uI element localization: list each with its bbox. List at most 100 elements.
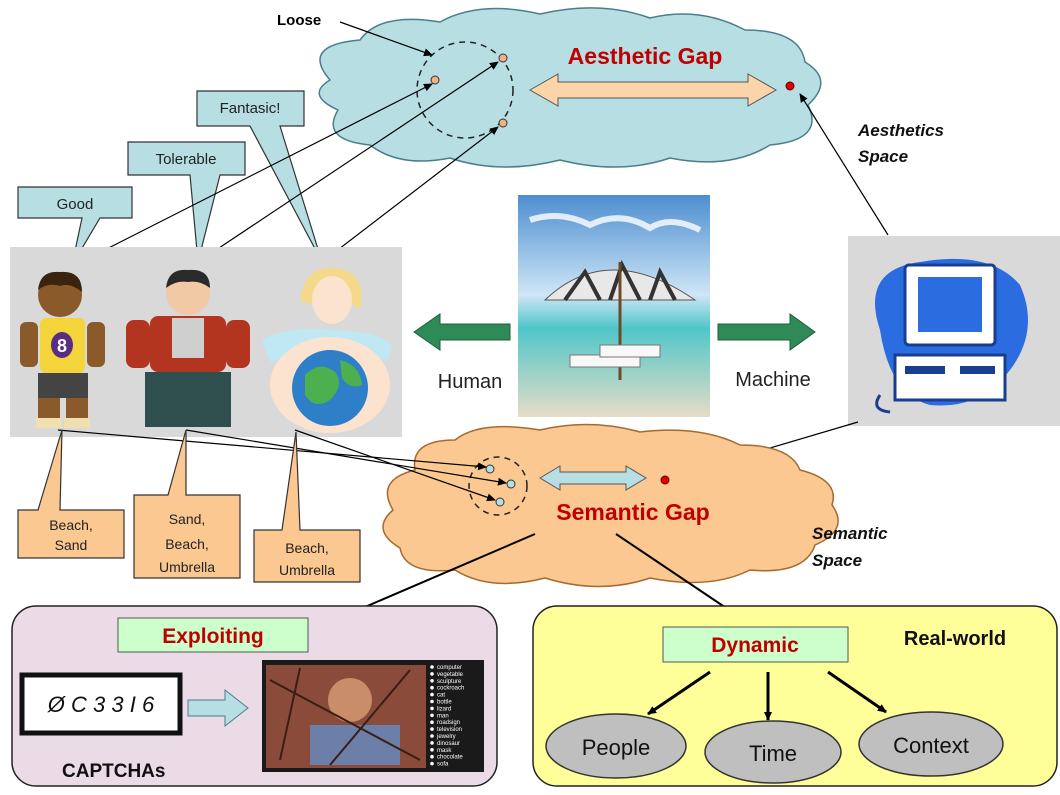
machine-label: Machine <box>735 369 811 391</box>
word-list-item: cockroach <box>437 686 464 692</box>
word-list-item: bottle <box>437 700 452 706</box>
tag-text: Sand <box>55 537 88 553</box>
human-arrow <box>413 313 511 351</box>
tag-arrow <box>57 429 487 471</box>
context-label: Context <box>893 733 969 758</box>
word-bullet <box>430 706 434 711</box>
loose-label: Loose <box>277 12 321 29</box>
semantic-space-label-1: Semantic <box>812 524 888 543</box>
captcha-arrow <box>187 688 249 728</box>
semantic-cluster-circle <box>468 456 528 516</box>
opinion-tolerable-text: Tolerable <box>156 151 217 168</box>
aesthetics-space-label-2: Space <box>858 147 908 166</box>
aesthetics-space-label-1: Aesthetics <box>857 121 944 140</box>
semantic-cloud <box>382 423 839 588</box>
tag-callout-2: Sand, Beach, Umbrella <box>133 429 241 579</box>
beach-photo <box>518 195 710 417</box>
word-bullet <box>430 720 434 724</box>
tag-text: Beach, <box>165 536 209 552</box>
tag-text: Umbrella <box>159 559 215 575</box>
word-bullet <box>430 748 434 752</box>
tag-arrow <box>185 429 507 486</box>
captcha-text: Ø C 3 3 I 6 <box>47 692 155 717</box>
semantic-point <box>495 497 505 507</box>
word-bullet <box>430 713 434 718</box>
opinion-arrow <box>197 61 499 263</box>
aesthetic-point <box>430 75 440 85</box>
dynamic-title-box <box>662 626 849 663</box>
word-bullet <box>430 741 434 745</box>
tag-callout-3: Beach, Umbrella <box>253 431 361 583</box>
word-bullet <box>430 754 434 759</box>
person-figure-3 <box>262 267 392 433</box>
semantic-point <box>506 479 516 489</box>
opinion-callout-good: Good <box>17 186 133 266</box>
word-bullet <box>430 665 434 669</box>
aesthetic-point <box>498 118 508 128</box>
people-ellipse <box>545 713 687 779</box>
semantic-machine-point <box>660 475 670 485</box>
semantic-double-arrow <box>539 465 647 491</box>
aesthetic-machine-point <box>785 81 795 91</box>
jersey-number: 8 <box>57 336 67 356</box>
opinion-callout-fantasic: Fantasic! <box>196 90 323 263</box>
person-figure-1: 8 <box>20 271 105 428</box>
realworld-label: Real-world <box>904 628 1006 650</box>
word-list-item: dinosaur <box>437 741 460 747</box>
tag-callout-1: Beach, Sand <box>17 429 125 559</box>
captcha-image <box>19 672 183 736</box>
word-list-item: mask <box>437 748 452 754</box>
word-bullet <box>430 761 434 766</box>
opinion-good-text: Good <box>57 196 94 213</box>
word-list-item: roadsign <box>437 720 460 726</box>
captcha-label: CAPTCHAs <box>62 761 165 782</box>
machine-to-aesthetic-arrow <box>799 93 889 236</box>
word-list-item: jewelry <box>436 734 456 740</box>
dynamic-to-people-arrow <box>647 670 711 716</box>
word-list-item: lizard <box>437 706 451 712</box>
word-bullet <box>430 692 434 697</box>
word-list-item: man <box>437 713 449 719</box>
context-ellipse <box>858 711 1004 777</box>
aesthetic-cluster-circle <box>416 41 514 139</box>
computer-icon <box>875 258 1028 414</box>
time-ellipse <box>704 720 842 784</box>
people-label: People <box>582 735 651 760</box>
loose-pointer-arrow <box>339 21 433 57</box>
word-list-item: television <box>437 727 462 733</box>
word-bullet <box>430 679 434 683</box>
tag-arrow <box>294 429 496 502</box>
exploiting-title: Exploiting <box>162 625 264 648</box>
tag-text: Sand, <box>169 511 206 527</box>
aesthetic-point <box>498 53 508 63</box>
human-label: Human <box>438 371 502 393</box>
word-list-item: chocolate <box>437 755 463 761</box>
exploiting-title-box <box>117 617 309 653</box>
word-list-item: sofa <box>437 762 449 768</box>
aesthetic-double-arrow <box>528 73 778 107</box>
opinion-fantasic-text: Fantasic! <box>220 100 281 117</box>
word-bullet <box>430 727 434 731</box>
semantic-point <box>485 464 495 474</box>
word-list-item: sculpture <box>437 679 462 685</box>
labeling-game-image <box>262 660 484 772</box>
machine-arrow <box>717 313 816 351</box>
word-bullet <box>430 734 434 738</box>
word-list: computervegetablesculpturecockroachcatbo… <box>430 665 464 768</box>
semantic-space-label-2: Space <box>812 551 862 570</box>
time-label: Time <box>749 741 797 766</box>
tag-text: Beach, <box>49 517 93 533</box>
opinion-arrow <box>74 83 433 266</box>
word-bullet <box>430 699 434 704</box>
word-list-item: cat <box>437 693 445 699</box>
opinion-arrow <box>321 126 499 263</box>
word-list-item: vegetable <box>437 672 464 678</box>
opinion-callout-tolerable: Tolerable <box>127 141 246 263</box>
person-figure-2 <box>126 269 250 427</box>
semantic-gap-label: Semantic Gap <box>556 499 709 525</box>
word-bullet <box>430 672 434 676</box>
word-bullet <box>430 685 434 690</box>
aesthetic-gap-label: Aesthetic Gap <box>568 43 723 69</box>
word-list-item: computer <box>437 665 462 671</box>
